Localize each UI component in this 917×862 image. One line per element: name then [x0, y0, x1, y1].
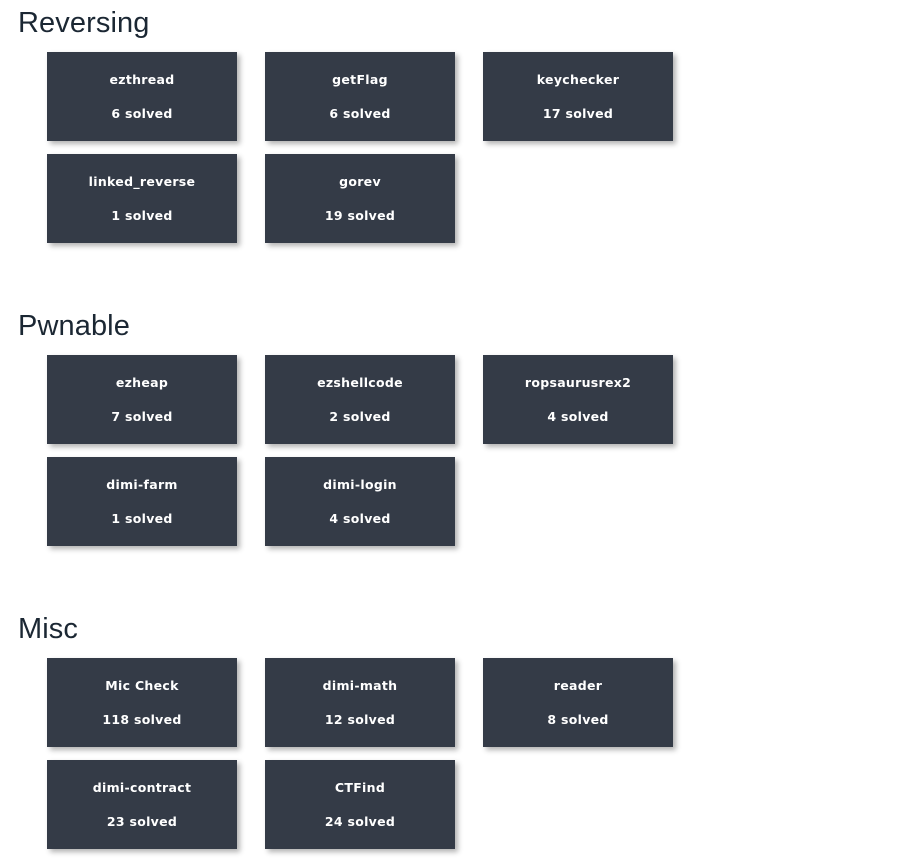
- challenge-solves: 118 solved: [102, 711, 182, 727]
- challenge-name: reader: [553, 677, 603, 693]
- category-card-grid-misc: Mic Check 118 solved dimi-math 12 solved…: [0, 658, 917, 862]
- challenge-solves: 4 solved: [547, 408, 609, 424]
- challenge-card-dimi-math[interactable]: dimi-math 12 solved: [265, 658, 455, 747]
- challenge-name: ezshellcode: [317, 374, 403, 390]
- challenge-name: ezheap: [115, 374, 169, 390]
- challenge-card-ezheap[interactable]: ezheap 7 solved: [47, 355, 237, 444]
- challenge-name: keychecker: [536, 71, 620, 87]
- challenge-name: dimi-math: [322, 677, 398, 693]
- challenge-card-ctfind[interactable]: CTFind 24 solved: [265, 760, 455, 849]
- challenge-solves: 4 solved: [329, 510, 391, 526]
- challenge-name: CTFind: [334, 779, 386, 795]
- challenge-card-keychecker[interactable]: keychecker 17 solved: [483, 52, 673, 141]
- challenge-card-getflag[interactable]: getFlag 6 solved: [265, 52, 455, 141]
- challenge-name: ezthread: [109, 71, 175, 87]
- challenge-card-dimi-contract[interactable]: dimi-contract 23 solved: [47, 760, 237, 849]
- challenge-solves: 23 solved: [106, 813, 178, 829]
- category-section-pwnable: Pwnable ezheap 7 solved ezshellcode 2 so…: [0, 309, 917, 559]
- challenge-name: Mic Check: [105, 677, 179, 693]
- challenge-card-dimi-farm[interactable]: dimi-farm 1 solved: [47, 457, 237, 546]
- challenge-solves: 17 solved: [542, 105, 614, 121]
- category-card-grid-pwnable: ezheap 7 solved ezshellcode 2 solved rop…: [0, 355, 917, 559]
- category-title-misc: Misc: [18, 613, 79, 645]
- challenge-solves: 19 solved: [324, 207, 396, 223]
- challenge-solves: 8 solved: [547, 711, 609, 727]
- challenge-card-linked-reverse[interactable]: linked_reverse 1 solved: [47, 154, 237, 243]
- challenge-name: linked_reverse: [88, 173, 196, 189]
- challenge-solves: 24 solved: [324, 813, 396, 829]
- challenge-name: getFlag: [332, 71, 388, 87]
- challenge-solves: 6 solved: [329, 105, 391, 121]
- challenge-solves: 1 solved: [111, 510, 173, 526]
- challenge-solves: 1 solved: [111, 207, 173, 223]
- challenge-card-gorev[interactable]: gorev 19 solved: [265, 154, 455, 243]
- challenge-board: Reversing ezthread 6 solved getFlag 6 so…: [0, 6, 917, 849]
- category-title-pwnable: Pwnable: [18, 310, 130, 342]
- challenge-card-mic-check[interactable]: Mic Check 118 solved: [47, 658, 237, 747]
- challenge-card-ezthread[interactable]: ezthread 6 solved: [47, 52, 237, 141]
- challenge-name: ropsaurusrex2: [524, 374, 632, 390]
- category-card-grid-reversing: ezthread 6 solved getFlag 6 solved keych…: [0, 52, 917, 256]
- category-section-reversing: Reversing ezthread 6 solved getFlag 6 so…: [0, 6, 917, 256]
- challenge-name: gorev: [339, 173, 381, 189]
- challenge-card-reader[interactable]: reader 8 solved: [483, 658, 673, 747]
- challenge-solves: 2 solved: [329, 408, 391, 424]
- challenge-solves: 6 solved: [111, 105, 173, 121]
- challenge-solves: 7 solved: [111, 408, 173, 424]
- challenge-name: dimi-login: [323, 476, 397, 492]
- challenge-solves: 12 solved: [324, 711, 396, 727]
- challenge-card-ezshellcode[interactable]: ezshellcode 2 solved: [265, 355, 455, 444]
- challenge-name: dimi-contract: [92, 779, 192, 795]
- challenge-name: dimi-farm: [106, 476, 178, 492]
- category-title-reversing: Reversing: [18, 7, 150, 39]
- challenge-card-dimi-login[interactable]: dimi-login 4 solved: [265, 457, 455, 546]
- challenge-card-ropsaurusrex2[interactable]: ropsaurusrex2 4 solved: [483, 355, 673, 444]
- category-section-misc: Misc Mic Check 118 solved dimi-math 12 s…: [0, 612, 917, 862]
